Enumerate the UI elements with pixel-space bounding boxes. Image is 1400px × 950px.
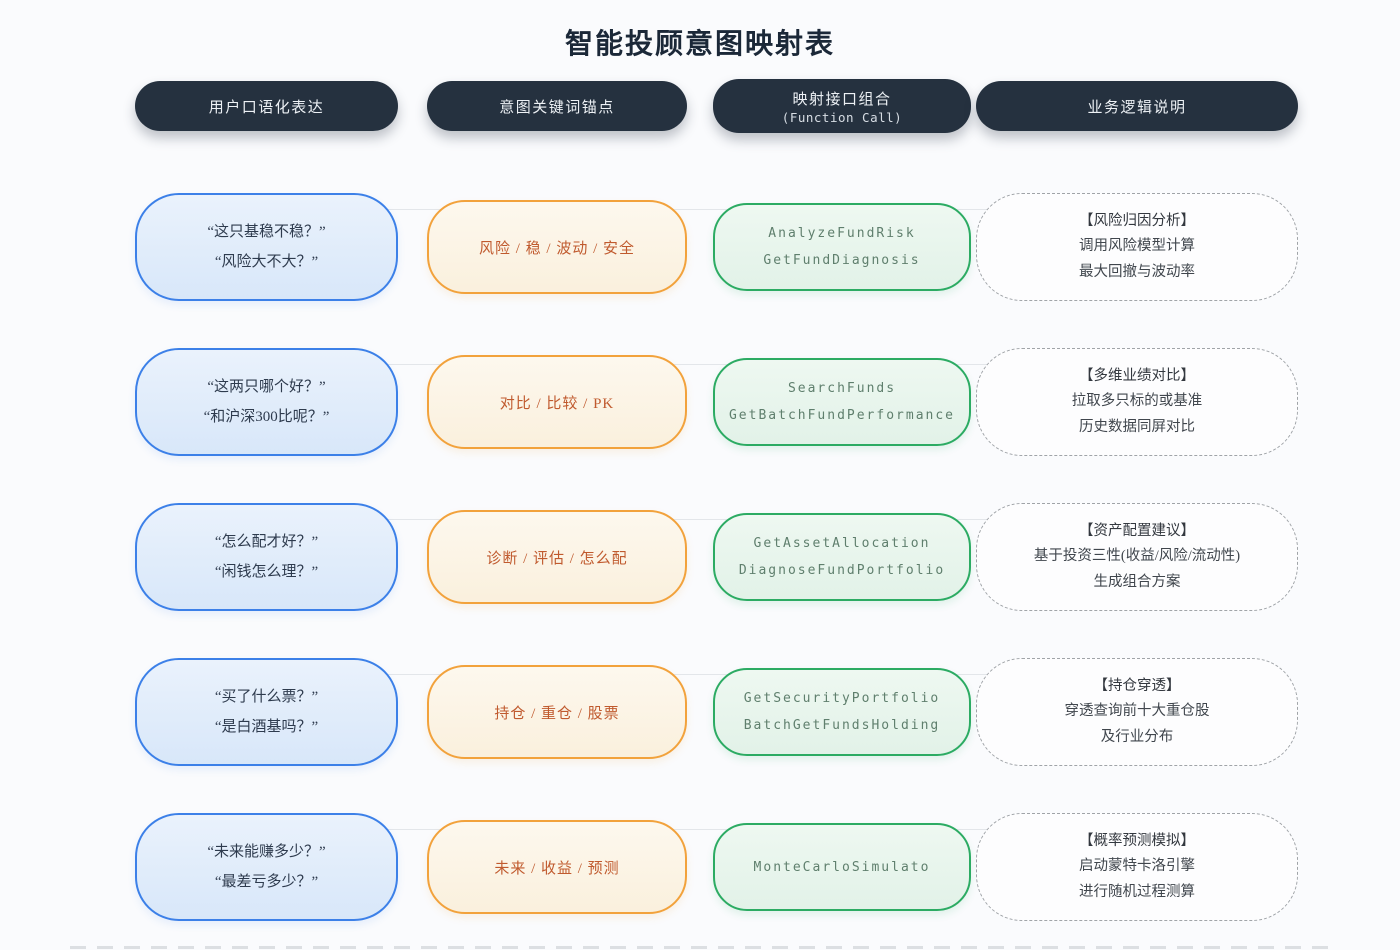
business-logic-box: 【资产配置建议】 基于投资三性(收益/风险/流动性) 生成组合方案 — [976, 503, 1298, 611]
business-logic-box: 【风险归因分析】 调用风险模型计算 最大回撤与波动率 — [976, 193, 1298, 301]
user-expression-box: “这只基稳不稳？” “风险大不大？” — [135, 193, 398, 301]
user-quote-line: “买了什么票？” — [214, 689, 319, 705]
column-header-label: 用户口语化表达 — [208, 99, 325, 116]
user-quote-line: “是白酒基吗？” — [214, 719, 319, 735]
user-expression-box: “怎么配才好？” “闲钱怎么理？” — [135, 503, 398, 611]
keyword-list: 持仓 / 重仓 / 股票 — [494, 705, 620, 722]
keyword-anchor-box: 对比 / 比较 / PK — [427, 355, 687, 449]
keyword-anchor-box: 风险 / 稳 / 波动 / 安全 — [427, 200, 687, 294]
logic-title: 【持仓穿透】 — [1093, 677, 1181, 694]
logic-line: 基于投资三性(收益/风险/流动性) — [1033, 548, 1241, 565]
function-name: MonteCarloSimulato — [753, 859, 931, 875]
logic-line: 拉取多只标的或基准 — [1071, 393, 1203, 410]
logic-line: 进行随机过程测算 — [1079, 883, 1195, 900]
function-name: BatchGetFundsHolding — [743, 718, 941, 733]
function-name: SearchFunds — [787, 381, 897, 396]
user-quote-line: “这两只哪个好？” — [207, 379, 326, 395]
function-call-box: GetAssetAllocation DiagnoseFundPortfolio — [713, 513, 971, 601]
mapping-table: 用户口语化表达 意图关键词锚点 映射接口组合 (Function Call) 业… — [135, 79, 1298, 922]
column-header-label: 映射接口组合 — [792, 91, 892, 108]
function-name: GetSecurityPortfolio — [743, 691, 941, 706]
business-logic-box: 【持仓穿透】 穿透查询前十大重仓股 及行业分布 — [976, 658, 1298, 766]
keyword-list: 未来 / 收益 / 预测 — [494, 860, 620, 877]
mapping-row-risk: “这只基稳不稳？” “风险大不大？” 风险 / 稳 / 波动 / 安全 Anal… — [135, 192, 1298, 302]
keyword-list: 风险 / 稳 / 波动 / 安全 — [478, 240, 635, 257]
cutoff-bottom-decoration — [70, 946, 1330, 949]
function-call-box: GetSecurityPortfolio BatchGetFundsHoldin… — [713, 668, 971, 756]
keyword-list: 诊断 / 评估 / 怎么配 — [486, 550, 628, 567]
user-quote-line: “闲钱怎么理？” — [214, 564, 319, 580]
business-logic-box: 【多维业绩对比】 拉取多只标的或基准 历史数据同屏对比 — [976, 348, 1298, 456]
function-name: DiagnoseFundPortfolio — [738, 563, 946, 578]
function-name: AnalyzeFundRisk — [768, 226, 916, 241]
user-expression-box: “这两只哪个好？” “和沪深300比呢？” — [135, 348, 398, 456]
mapping-row-compare: “这两只哪个好？” “和沪深300比呢？” 对比 / 比较 / PK Searc… — [135, 347, 1298, 457]
function-call-box: MonteCarloSimulato — [713, 823, 971, 911]
logic-line: 及行业分布 — [1100, 728, 1174, 745]
logic-line: 历史数据同屏对比 — [1079, 418, 1195, 435]
keyword-anchor-box: 诊断 / 评估 / 怎么配 — [427, 510, 687, 604]
keyword-anchor-box: 未来 / 收益 / 预测 — [427, 820, 687, 914]
logic-line: 启动蒙特卡洛引擎 — [1079, 858, 1195, 875]
column-header-label: 意图关键词锚点 — [499, 99, 615, 116]
function-call-box: AnalyzeFundRisk GetFundDiagnosis — [713, 203, 971, 291]
user-expression-box: “未来能赚多少？” “最差亏多少？” — [135, 813, 398, 921]
logic-title: 【资产配置建议】 — [1079, 522, 1195, 539]
mapping-row-allocation: “怎么配才好？” “闲钱怎么理？” 诊断 / 评估 / 怎么配 GetAsset… — [135, 502, 1298, 612]
user-quote-line: “未来能赚多少？” — [207, 844, 326, 860]
keyword-list: 对比 / 比较 / PK — [499, 395, 615, 412]
logic-title: 【多维业绩对比】 — [1079, 367, 1195, 384]
user-quote-line: “怎么配才好？” — [214, 534, 319, 550]
header-row: 用户口语化表达 意图关键词锚点 映射接口组合 (Function Call) 业… — [135, 79, 1298, 133]
column-header-business-logic: 业务逻辑说明 — [976, 81, 1298, 131]
user-quote-line: “和沪深300比呢？” — [203, 409, 330, 425]
business-logic-box: 【概率预测模拟】 启动蒙特卡洛引擎 进行随机过程测算 — [976, 813, 1298, 921]
function-name: GetBatchFundPerformance — [728, 408, 955, 423]
mapping-row-holdings: “买了什么票？” “是白酒基吗？” 持仓 / 重仓 / 股票 GetSecuri… — [135, 657, 1298, 767]
logic-line: 穿透查询前十大重仓股 — [1064, 703, 1210, 720]
column-header-intent-keywords: 意图关键词锚点 — [427, 81, 687, 131]
function-name: GetAssetAllocation — [753, 536, 931, 551]
logic-title: 【风险归因分析】 — [1079, 212, 1195, 229]
logic-line: 生成组合方案 — [1093, 573, 1181, 590]
logic-line: 最大回撤与波动率 — [1079, 263, 1195, 280]
user-quote-line: “这只基稳不稳？” — [207, 224, 326, 240]
column-header-sublabel: (Function Call) — [781, 109, 903, 125]
user-quote-line: “最差亏多少？” — [214, 874, 319, 890]
column-header-user-expression: 用户口语化表达 — [135, 81, 398, 131]
column-header-label: 业务逻辑说明 — [1087, 99, 1187, 116]
mapping-row-forecast: “未来能赚多少？” “最差亏多少？” 未来 / 收益 / 预测 MonteCar… — [135, 812, 1298, 922]
function-name: GetFundDiagnosis — [763, 253, 921, 268]
keyword-anchor-box: 持仓 / 重仓 / 股票 — [427, 665, 687, 759]
logic-line: 调用风险模型计算 — [1079, 238, 1195, 255]
user-expression-box: “买了什么票？” “是白酒基吗？” — [135, 658, 398, 766]
column-header-function-call: 映射接口组合 (Function Call) — [713, 79, 971, 133]
user-quote-line: “风险大不大？” — [214, 254, 319, 270]
logic-title: 【概率预测模拟】 — [1079, 832, 1195, 849]
page-title: 智能投顾意图映射表 — [564, 29, 835, 60]
function-call-box: SearchFunds GetBatchFundPerformance — [713, 358, 971, 446]
